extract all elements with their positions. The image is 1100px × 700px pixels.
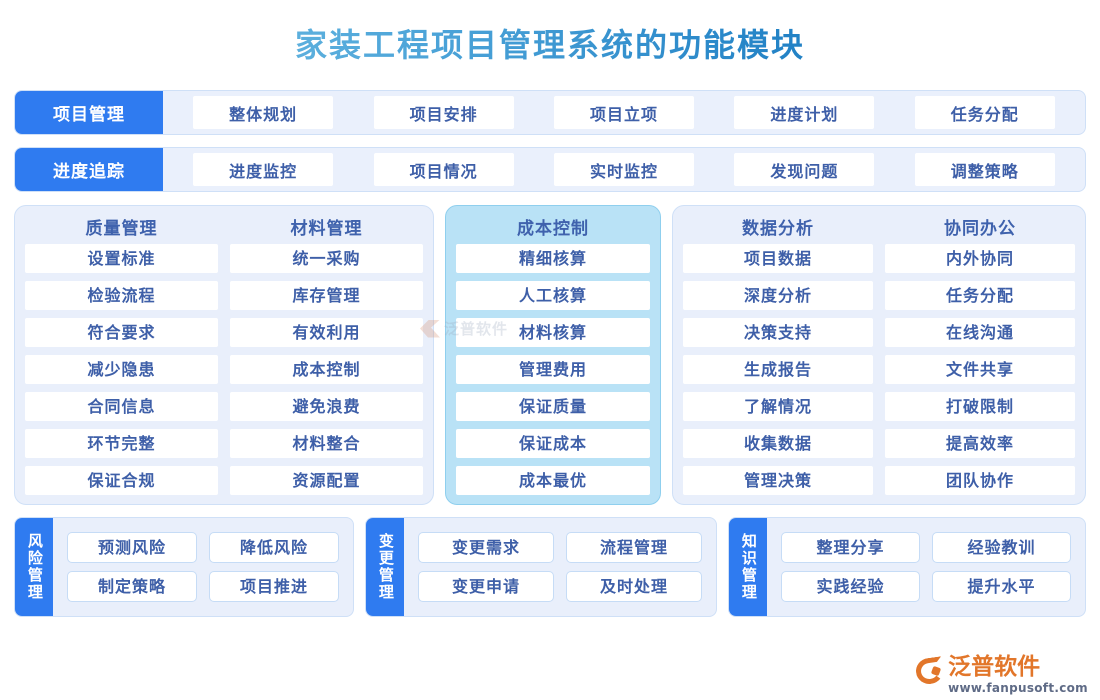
bottom-panel-3: 知识管理整理分享经验教训实践经验提升水平 bbox=[728, 517, 1086, 617]
bottom-panel-2: 变更管理变更需求流程管理变更申请及时处理 bbox=[365, 517, 717, 617]
panel-cell[interactable]: 避免浪费 bbox=[230, 392, 423, 421]
panel-cell[interactable]: 提高效率 bbox=[885, 429, 1075, 458]
top-row-head-label[interactable]: 进度追踪 bbox=[15, 148, 163, 191]
panel-column-title[interactable]: 协同办公 bbox=[944, 219, 1016, 239]
bottom-panel-grid: 整理分享经验教训实践经验提升水平 bbox=[767, 518, 1085, 616]
bottom-panel-cell[interactable]: 实践经验 bbox=[781, 571, 920, 602]
panel-cell[interactable]: 深度分析 bbox=[683, 281, 873, 310]
middle-panel-2: 成本控制精细核算人工核算材料核算管理费用保证质量保证成本成本最优 bbox=[445, 205, 661, 505]
panel-cell[interactable]: 收集数据 bbox=[683, 429, 873, 458]
panel-column-title[interactable]: 成本控制 bbox=[517, 219, 589, 239]
middle-panel-3: 数据分析项目数据深度分析决策支持生成报告了解情况收集数据管理决策协同办公内外协同… bbox=[672, 205, 1086, 505]
top-row-item[interactable]: 整体规划 bbox=[193, 96, 334, 129]
panel-cell[interactable]: 打破限制 bbox=[885, 392, 1075, 421]
top-row-2: 进度追踪进度监控 项目情况 实时监控 发现问题 调整策略 bbox=[14, 147, 1086, 192]
bottom-panel-cell[interactable]: 提升水平 bbox=[932, 571, 1071, 602]
panel-cell[interactable]: 管理费用 bbox=[456, 355, 650, 384]
panel-cell[interactable]: 团队协作 bbox=[885, 466, 1075, 495]
bottom-panel-head-label[interactable]: 风险管理 bbox=[15, 518, 53, 616]
brand-text: 泛普软件 www.fanpusoft.com bbox=[948, 654, 1088, 695]
top-row-1: 项目管理整体规划 项目安排 项目立项 进度计划 任务分配 bbox=[14, 90, 1086, 135]
bottom-panel-cell[interactable]: 流程管理 bbox=[566, 532, 702, 563]
panel-cell[interactable]: 有效利用 bbox=[230, 318, 423, 347]
panel-cell[interactable]: 保证成本 bbox=[456, 429, 650, 458]
bottom-panel-cell[interactable]: 变更需求 bbox=[418, 532, 554, 563]
panel-cell[interactable]: 库存管理 bbox=[230, 281, 423, 310]
panel-cell[interactable]: 成本控制 bbox=[230, 355, 423, 384]
top-row-item[interactable]: 任务分配 bbox=[914, 96, 1055, 129]
panel-cell[interactable]: 精细核算 bbox=[456, 244, 650, 273]
panel-cell[interactable]: 资源配置 bbox=[230, 466, 423, 495]
bottom-panel-head-label[interactable]: 变更管理 bbox=[366, 518, 404, 616]
bottom-panel-cell[interactable]: 经验教训 bbox=[932, 532, 1071, 563]
panel-cell[interactable]: 减少隐患 bbox=[25, 355, 218, 384]
panel-column-title[interactable]: 数据分析 bbox=[742, 219, 814, 239]
panel-column: 数据分析项目数据深度分析决策支持生成报告了解情况收集数据管理决策 bbox=[683, 214, 873, 495]
top-row-item[interactable]: 进度计划 bbox=[734, 96, 875, 129]
top-row-item[interactable]: 实时监控 bbox=[553, 153, 694, 186]
panel-cell[interactable]: 人工核算 bbox=[456, 281, 650, 310]
panel-cell[interactable]: 环节完整 bbox=[25, 429, 218, 458]
brand-url: www.fanpusoft.com bbox=[948, 681, 1088, 695]
top-row-items: 进度监控 项目情况 实时监控 发现问题 调整策略 bbox=[163, 148, 1085, 191]
panel-cell[interactable]: 合同信息 bbox=[25, 392, 218, 421]
panel-column-title[interactable]: 材料管理 bbox=[290, 219, 363, 239]
panel-cell[interactable]: 了解情况 bbox=[683, 392, 873, 421]
panel-cell[interactable]: 管理决策 bbox=[683, 466, 873, 495]
bottom-panel-1: 风险管理预测风险降低风险制定策略项目推进 bbox=[14, 517, 354, 617]
brand-name: 泛普软件 bbox=[948, 654, 1041, 680]
panel-column: 协同办公内外协同任务分配在线沟通文件共享打破限制提高效率团队协作 bbox=[885, 214, 1075, 495]
bottom-panel-grid: 预测风险降低风险制定策略项目推进 bbox=[53, 518, 353, 616]
top-row-items: 整体规划 项目安排 项目立项 进度计划 任务分配 bbox=[163, 91, 1085, 134]
bottom-panel-cell[interactable]: 制定策略 bbox=[67, 571, 197, 602]
panel-cell[interactable]: 材料核算 bbox=[456, 318, 650, 347]
bottom-panels-area: 风险管理预测风险降低风险制定策略项目推进变更管理变更需求流程管理变更申请及时处理… bbox=[14, 517, 1086, 617]
panel-cell[interactable]: 任务分配 bbox=[885, 281, 1075, 310]
top-row-item[interactable]: 项目立项 bbox=[553, 96, 694, 129]
panel-column-title[interactable]: 质量管理 bbox=[85, 219, 158, 239]
panel-cell[interactable]: 在线沟通 bbox=[885, 318, 1075, 347]
panel-cell[interactable]: 设置标准 bbox=[25, 244, 218, 273]
bottom-panel-cell[interactable]: 整理分享 bbox=[781, 532, 920, 563]
panel-cell[interactable]: 符合要求 bbox=[25, 318, 218, 347]
panel-cell[interactable]: 内外协同 bbox=[885, 244, 1075, 273]
panel-cell[interactable]: 保证合规 bbox=[25, 466, 218, 495]
middle-panels-area: 质量管理设置标准检验流程符合要求减少隐患合同信息环节完整保证合规材料管理统一采购… bbox=[14, 205, 1086, 505]
panel-column: 成本控制精细核算人工核算材料核算管理费用保证质量保证成本成本最优 bbox=[456, 214, 650, 495]
bottom-panel-cell[interactable]: 预测风险 bbox=[67, 532, 197, 563]
bottom-panel-cell[interactable]: 及时处理 bbox=[566, 571, 702, 602]
panel-cell[interactable]: 成本最优 bbox=[456, 466, 650, 495]
panel-cell[interactable]: 生成报告 bbox=[683, 355, 873, 384]
fanpu-logo-icon bbox=[914, 656, 945, 686]
panel-column: 质量管理设置标准检验流程符合要求减少隐患合同信息环节完整保证合规 bbox=[25, 214, 218, 495]
top-row-item[interactable]: 项目安排 bbox=[373, 96, 514, 129]
middle-panel-1: 质量管理设置标准检验流程符合要求减少隐患合同信息环节完整保证合规材料管理统一采购… bbox=[14, 205, 434, 505]
top-row-item[interactable]: 项目情况 bbox=[373, 153, 514, 186]
bottom-panel-cell[interactable]: 项目推进 bbox=[209, 571, 339, 602]
top-row-item[interactable]: 发现问题 bbox=[734, 153, 875, 186]
top-rows-container: 项目管理整体规划 项目安排 项目立项 进度计划 任务分配进度追踪进度监控 项目情况 实时监控… bbox=[0, 90, 1100, 192]
panel-cell[interactable]: 保证质量 bbox=[456, 392, 650, 421]
top-row-item[interactable]: 调整策略 bbox=[914, 153, 1055, 186]
bottom-panel-head-label[interactable]: 知识管理 bbox=[729, 518, 767, 616]
bottom-panel-cell[interactable]: 降低风险 bbox=[209, 532, 339, 563]
top-row-item[interactable]: 进度监控 bbox=[193, 153, 334, 186]
panel-column: 材料管理统一采购库存管理有效利用成本控制避免浪费材料整合资源配置 bbox=[230, 214, 423, 495]
page-title: 家装工程项目管理系统的功能模块 bbox=[0, 0, 1100, 68]
panel-cell[interactable]: 项目数据 bbox=[683, 244, 873, 273]
brand-logo: 泛普软件 www.fanpusoft.com bbox=[914, 654, 1088, 695]
panel-cell[interactable]: 检验流程 bbox=[25, 281, 218, 310]
panel-cell[interactable]: 文件共享 bbox=[885, 355, 1075, 384]
top-row-head-label[interactable]: 项目管理 bbox=[15, 91, 163, 134]
panel-cell[interactable]: 统一采购 bbox=[230, 244, 423, 273]
panel-cell[interactable]: 决策支持 bbox=[683, 318, 873, 347]
panel-cell[interactable]: 材料整合 bbox=[230, 429, 423, 458]
bottom-panel-grid: 变更需求流程管理变更申请及时处理 bbox=[404, 518, 716, 616]
bottom-panel-cell[interactable]: 变更申请 bbox=[418, 571, 554, 602]
